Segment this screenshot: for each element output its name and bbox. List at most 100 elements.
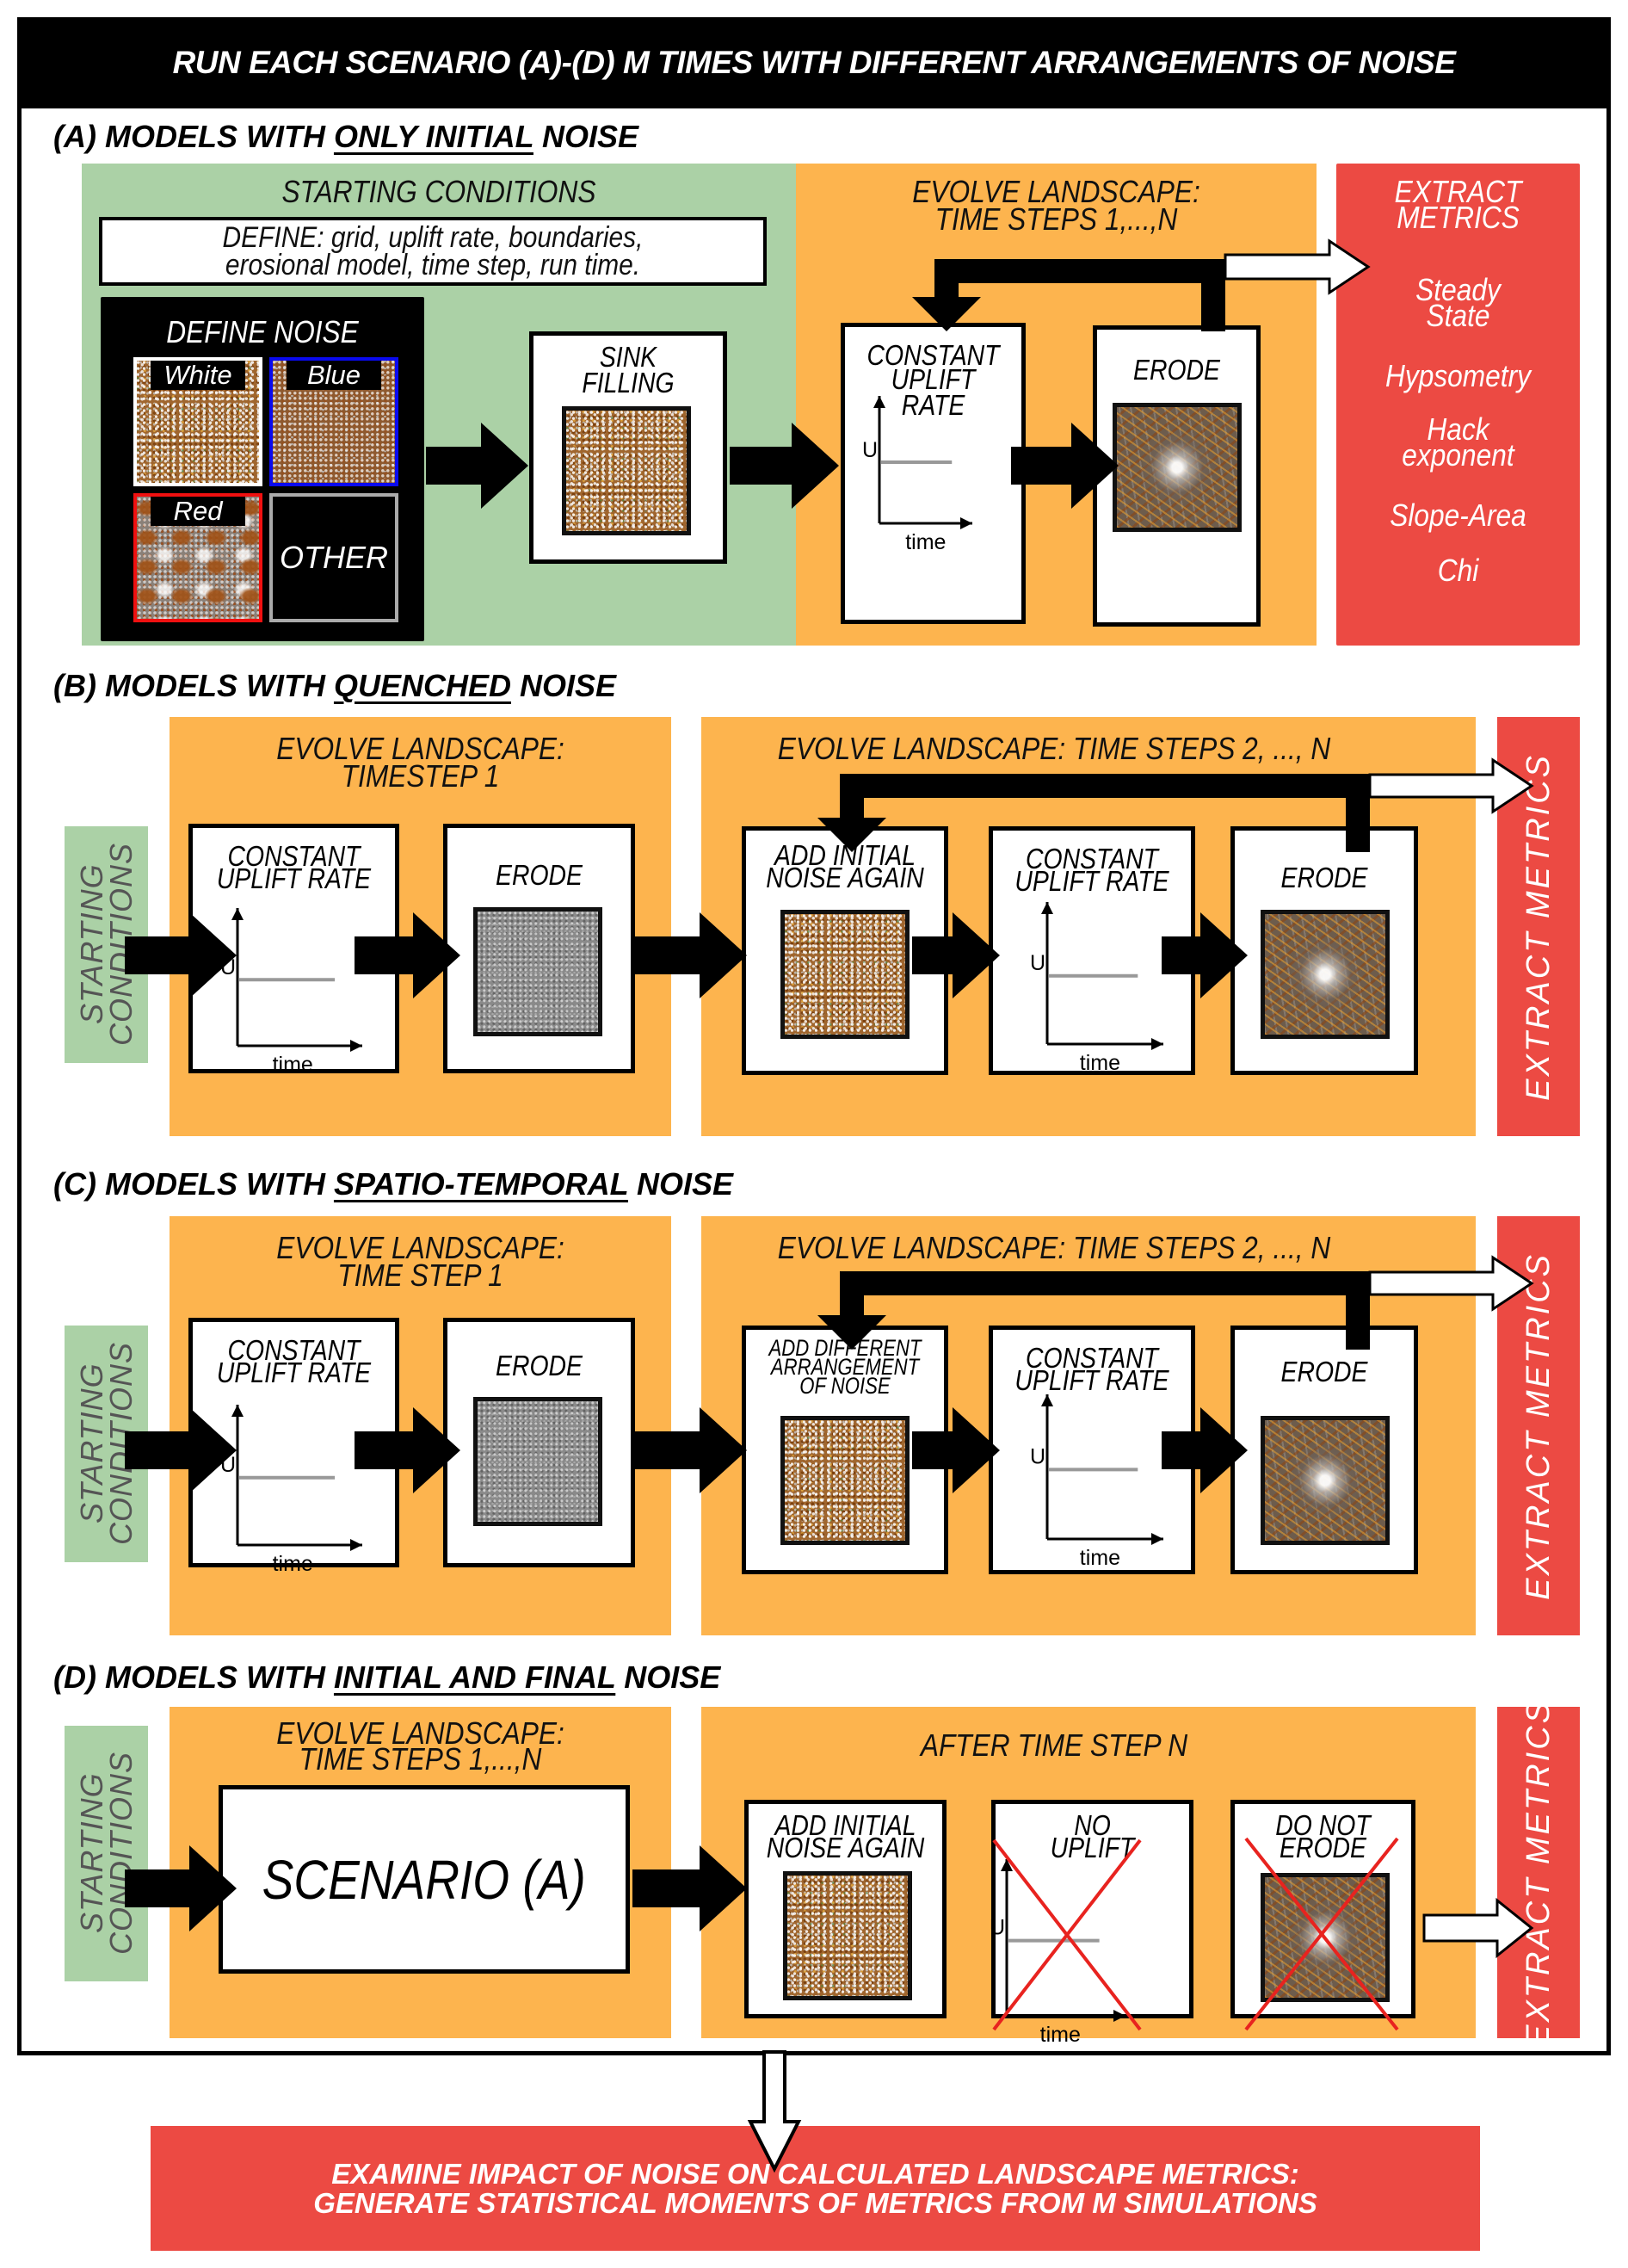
uplift-a-line2: UPLIFT RATE — [891, 363, 976, 421]
metric-hack-line1: Hack — [1427, 411, 1489, 447]
uplift-b1-line2: UPLIFT RATE — [216, 862, 372, 894]
arrow-erode-to-addnoise-c — [632, 1407, 747, 1493]
erode-b2-label: ERODE — [1280, 862, 1368, 893]
arrow-erode-to-addnoise-b — [632, 912, 747, 998]
sink-filling-box: SINK FILLING — [529, 331, 727, 564]
metric-hypsometry: Hypsometry — [1384, 358, 1531, 393]
arrow-noise-to-sink — [426, 423, 528, 509]
red-noise-label: Red — [151, 497, 245, 526]
arrow-down-to-summary — [747, 2050, 802, 2173]
extract-a-title-line1: EXTRACT — [1394, 174, 1522, 209]
erode-box-c1: ERODE — [443, 1318, 635, 1567]
section-b-suffix: NOISE — [510, 668, 616, 703]
define-parameters-line2: erosional model, time step, run time. — [225, 249, 641, 281]
no-uplift-chart-d-x-label: time — [1040, 2023, 1081, 2047]
arrow-start-to-scenario-d — [125, 1845, 237, 1931]
after-step-n-panel-d: AFTER TIME STEP N ADD INITIAL NOISE AGAI… — [701, 1707, 1476, 2038]
section-b-prefix: (B) MODELS WITH — [53, 668, 334, 703]
evolve-c2-title: EVOLVE LANDSCAPE: TIME STEPS 2, ..., N — [777, 1230, 1331, 1265]
add-noise-c-line2: ARRANGEMENT — [770, 1354, 920, 1380]
section-d-emphasis: INITIAL AND FINAL — [333, 1659, 616, 1695]
add-noise-b-line2: NOISE AGAIN — [766, 862, 924, 893]
feedback-loop-b — [817, 774, 1370, 852]
uplift-b2-line2: UPLIFT RATE — [1014, 865, 1169, 897]
uplift-chart-b2-y-arrowhead — [1041, 902, 1053, 914]
constant-uplift-box-c2: CONSTANT UPLIFT RATE — [989, 1326, 1195, 1574]
evolve-c1-line1: EVOLVE LANDSCAPE: — [276, 1230, 564, 1265]
initial-noise-image-b — [780, 910, 910, 1039]
arrow-to-extract-c — [1368, 1255, 1534, 1312]
erode-box-b1: ERODE — [443, 824, 635, 1073]
uplift-c2-line2: UPLIFT RATE — [1014, 1364, 1169, 1396]
no-uplift-line2: UPLIFT — [1050, 1832, 1135, 1863]
extract-metrics-panel-a: EXTRACT METRICS Steady State Hypsometry … — [1336, 164, 1580, 646]
section-d-suffix: NOISE — [615, 1659, 721, 1695]
arrow-addnoise-to-uplift-c — [912, 1407, 1000, 1493]
metric-steady-state-line2: State — [1426, 298, 1490, 333]
define-noise-panel: DEFINE NOISE White Blue Red OTHER — [101, 297, 424, 641]
blue-noise-tile[interactable]: Blue — [269, 357, 398, 486]
define-parameters-box: DEFINE: grid, uplift rate, boundaries, e… — [99, 217, 767, 286]
arrow-uplift-to-erode-c2 — [1162, 1407, 1248, 1493]
blue-noise-label: Blue — [287, 361, 381, 390]
arrow-sink-to-evolve — [730, 423, 839, 509]
uplift-chart-c2-x-arrowhead — [1151, 1533, 1163, 1545]
red-noise-tile[interactable]: Red — [133, 493, 262, 622]
uplift-c2-line1: CONSTANT — [1026, 1342, 1158, 1374]
extract-metrics-d: EXTRACT METRICS — [1497, 1699, 1580, 2046]
uplift-c1-line1: CONSTANT — [227, 1334, 361, 1366]
section-c-emphasis: SPATIO-TEMPORAL — [333, 1166, 628, 1202]
uplift-chart-a-x-label: time — [905, 530, 946, 554]
uplift-chart-c2-x-label: time — [1080, 1546, 1120, 1570]
arrow-uplift-to-erode-b1 — [355, 912, 460, 998]
other-noise-tile[interactable]: OTHER — [269, 493, 398, 622]
uplift-chart-a-x-arrowhead — [960, 517, 972, 529]
eroded-landscape-image-d — [1261, 1873, 1390, 2002]
uplift-chart-c1-y-arrowhead — [231, 1405, 244, 1417]
header-banner: RUN EACH SCENARIO (A)-(D) M TIMES WITH D… — [17, 17, 1611, 108]
initial-noise-image-d — [783, 1871, 912, 2000]
define-parameters-line1: DEFINE: grid, uplift rate, boundaries, — [222, 221, 644, 254]
sink-filling-line1: SINK — [599, 341, 657, 373]
evolve-a-title-line2: TIME STEPS 1,...,N — [934, 201, 1178, 237]
eroded-gray-image-c1 — [473, 1397, 602, 1526]
sink-filled-noise-image — [562, 406, 691, 535]
uplift-chart-c1-x-arrowhead — [350, 1539, 362, 1551]
add-noise-box-d: ADD INITIAL NOISE AGAIN — [744, 1800, 947, 2018]
uplift-chart-b2-x-label: time — [1080, 1051, 1120, 1075]
uplift-c1-line2: UPLIFT RATE — [216, 1356, 372, 1388]
arrow-uplift-to-erode-c1 — [355, 1407, 460, 1493]
metric-steady-state-line1: Steady — [1415, 272, 1501, 307]
erode-a-label: ERODE — [1133, 354, 1220, 386]
no-erode-line2: ERODE — [1280, 1832, 1366, 1863]
evolve-b2-title: EVOLVE LANDSCAPE: TIME STEPS 2, ..., N — [777, 731, 1331, 766]
define-noise-title: DEFINE NOISE — [166, 314, 359, 349]
examine-impact-box: EXAMINE IMPACT OF NOISE ON CALCULATED LA… — [151, 2126, 1480, 2251]
uplift-chart-b1-y-arrowhead — [231, 908, 244, 920]
erode-c2-label: ERODE — [1280, 1356, 1368, 1387]
white-noise-tile[interactable]: White — [133, 357, 262, 486]
arrow-to-extract-d — [1422, 1897, 1534, 1959]
metric-hack-line2: exponent — [1402, 437, 1514, 473]
uplift-chart-b1-x-label: time — [273, 1053, 313, 1077]
add-noise-d-line1: ADD INITIAL — [774, 1809, 916, 1841]
section-b-emphasis: QUENCHED — [333, 668, 511, 703]
evolve-steps1n-panel-d: EVOLVE LANDSCAPE: TIME STEPS 1,...,N SCE… — [170, 1707, 671, 2038]
arrow-uplift-to-erode-a — [1011, 423, 1119, 509]
starting-conditions-panel: STARTING CONDITIONS DEFINE: grid, uplift… — [82, 164, 796, 646]
metric-chi: Chi — [1437, 553, 1479, 588]
after-step-n-title: AFTER TIME STEP N — [920, 1727, 1188, 1763]
section-b-title: (B) MODELS WITH QUENCHED NOISE — [53, 668, 616, 704]
footer-line1: EXAMINE IMPACT OF NOISE ON CALCULATED LA… — [331, 2157, 1299, 2190]
eroded-gray-image-b1 — [473, 907, 602, 1036]
feedback-loop-c — [817, 1271, 1370, 1350]
uplift-chart-b2-y-label: U — [1030, 951, 1045, 975]
section-a-prefix: (A) MODELS WITH — [53, 119, 334, 154]
uplift-chart-c1-x-label: time — [273, 1552, 313, 1576]
evolve-d-line1: EVOLVE LANDSCAPE: — [276, 1715, 564, 1751]
feedback-loop-a — [912, 259, 1225, 331]
evolve-c1-line2: TIME STEP 1 — [337, 1258, 503, 1293]
erode-box-c2: ERODE — [1230, 1326, 1418, 1574]
arrow-to-extract-a — [1224, 238, 1371, 295]
uplift-b2-line1: CONSTANT — [1026, 843, 1158, 874]
